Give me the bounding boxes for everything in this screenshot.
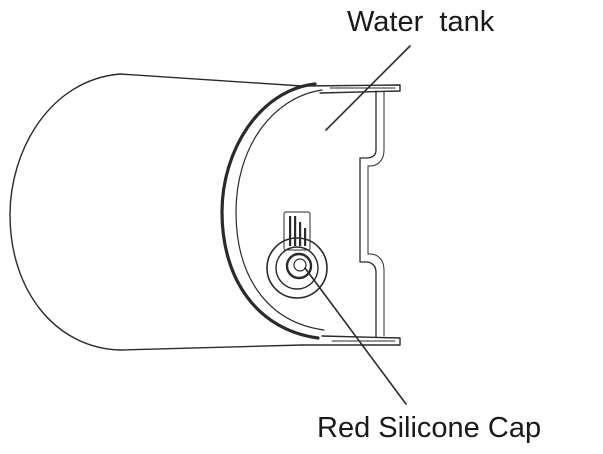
silicone-cap-inner: [285, 252, 313, 280]
tank-bottom-rail: [301, 335, 401, 346]
silicone-cap-outer: [266, 237, 328, 299]
tank-label-tag-text: [289, 216, 307, 246]
tank-top-rail: [301, 84, 401, 94]
water-tank-leader-line: [325, 45, 411, 131]
silicone-cap-core: [293, 258, 307, 272]
tank-label-tag: [283, 211, 311, 251]
tank-side-wall-inner: [367, 91, 385, 337]
red-silicone-cap-label: Red Silicone Cap: [317, 412, 542, 444]
red-cap-leader-line: [304, 267, 407, 405]
silicone-cap-ring: [275, 246, 319, 290]
tank-front-rim-inner: [235, 89, 325, 331]
tank-front-rim: [220, 82, 320, 340]
tank-outer-shell: [9, 73, 303, 351]
water-tank-label: Water tank: [347, 6, 495, 38]
tank-side-wall: [359, 90, 377, 338]
